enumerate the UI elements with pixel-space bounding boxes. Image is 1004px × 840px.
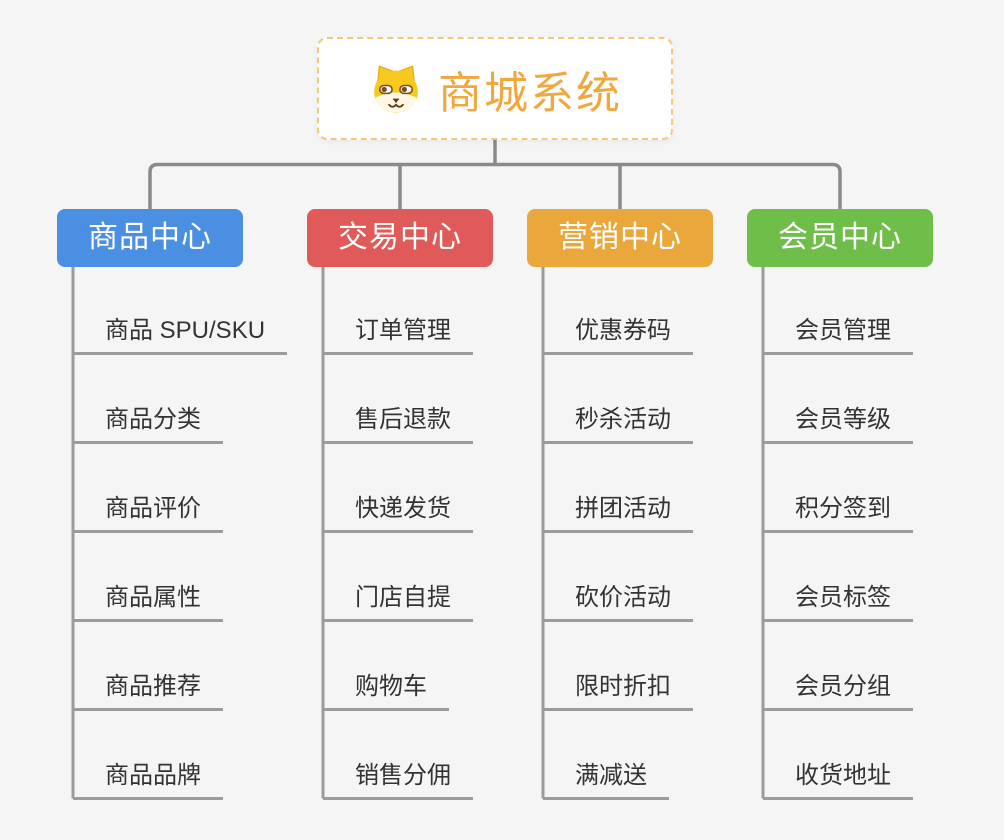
branch-node-trade-center[interactable]: 交易中心 xyxy=(307,209,493,267)
tree-connectors xyxy=(148,139,842,209)
subtopic-row: 商品品牌 xyxy=(73,711,287,800)
subtopic[interactable]: 秒杀活动 xyxy=(543,399,693,444)
branch-col-trade-center: 订单管理 售后退款 快递发货 门店自提 购物车 销售分佣 xyxy=(323,266,473,800)
root-title: 商城系统 xyxy=(438,68,622,118)
subtopic-row: 限时折扣 xyxy=(543,622,693,711)
subtopic-row: 会员标签 xyxy=(763,533,913,622)
subtopic[interactable]: 商品属性 xyxy=(73,577,223,622)
subtopic-row: 商品评价 xyxy=(73,444,287,533)
subtopic[interactable]: 限时折扣 xyxy=(543,666,693,711)
subtopic-row: 购物车 xyxy=(323,622,473,711)
subtopic[interactable]: 购物车 xyxy=(323,666,449,711)
branch-col-product-center: 商品 SPU/SKU 商品分类 商品评价 商品属性 商品推荐 商品品牌 xyxy=(73,266,288,800)
subtopic[interactable]: 门店自提 xyxy=(323,577,473,622)
subtopic[interactable]: 会员等级 xyxy=(763,399,913,444)
subtopic[interactable]: 会员管理 xyxy=(763,310,913,355)
subtopic[interactable]: 优惠券码 xyxy=(543,310,693,355)
subtopic-row: 商品 SPU/SKU xyxy=(73,266,288,355)
subtopic-row: 商品分类 xyxy=(73,355,287,444)
branch-bar-line xyxy=(148,162,842,209)
subtopic-row: 秒杀活动 xyxy=(543,355,693,444)
subtopic[interactable]: 拼团活动 xyxy=(543,488,693,533)
subtopic-row: 商品属性 xyxy=(73,533,287,622)
subtopic[interactable]: 订单管理 xyxy=(323,310,473,355)
subtopic-row: 订单管理 xyxy=(323,266,473,355)
subtopic-row: 商品推荐 xyxy=(73,622,287,711)
subtopic[interactable]: 商品推荐 xyxy=(73,666,223,711)
subtopic-row: 拼团活动 xyxy=(543,444,693,533)
subtopic-row: 售后退款 xyxy=(323,355,473,444)
branch-col-marketing-center: 优惠券码 秒杀活动 拼团活动 砍价活动 限时折扣 满减送 xyxy=(543,266,693,800)
subtopic[interactable]: 快递发货 xyxy=(323,488,473,533)
subtopic[interactable]: 会员标签 xyxy=(763,577,913,622)
subtopic[interactable]: 商品分类 xyxy=(73,399,223,444)
root-node[interactable]: 商城系统 xyxy=(317,37,673,140)
subtopic-row: 收货地址 xyxy=(763,711,913,800)
branch-node-marketing-center[interactable]: 营销中心 xyxy=(527,209,713,267)
subtopic[interactable]: 商品 SPU/SKU xyxy=(73,310,288,355)
subtopic[interactable]: 销售分佣 xyxy=(323,755,473,800)
subtopic[interactable]: 售后退款 xyxy=(323,399,473,444)
subtopic-row: 快递发货 xyxy=(323,444,473,533)
branch-node-product-center[interactable]: 商品中心 xyxy=(57,209,243,267)
subtopic-row: 门店自提 xyxy=(323,533,473,622)
subtopic[interactable]: 会员分组 xyxy=(763,666,913,711)
subtopic[interactable]: 砍价活动 xyxy=(543,577,693,622)
branch-col-member-center: 会员管理 会员等级 积分签到 会员标签 会员分组 收货地址 xyxy=(763,266,913,800)
branch-node-member-center[interactable]: 会员中心 xyxy=(747,209,933,267)
subtopic-row: 积分签到 xyxy=(763,444,913,533)
subtopic-row: 销售分佣 xyxy=(323,711,473,800)
subtopic-row: 会员分组 xyxy=(763,622,913,711)
subtopic[interactable]: 满减送 xyxy=(543,755,669,800)
subtopic-row: 会员等级 xyxy=(763,355,913,444)
subtopic-row: 砍价活动 xyxy=(543,533,693,622)
dog-face-icon xyxy=(374,65,418,113)
subtopic[interactable]: 收货地址 xyxy=(763,755,913,800)
subtopic[interactable]: 商品品牌 xyxy=(73,755,223,800)
subtopic-row: 优惠券码 xyxy=(543,266,693,355)
subtopic-row: 会员管理 xyxy=(763,266,913,355)
subtopic[interactable]: 商品评价 xyxy=(73,488,223,533)
subtopic[interactable]: 积分签到 xyxy=(763,488,913,533)
subtopic-row: 满减送 xyxy=(543,711,693,800)
